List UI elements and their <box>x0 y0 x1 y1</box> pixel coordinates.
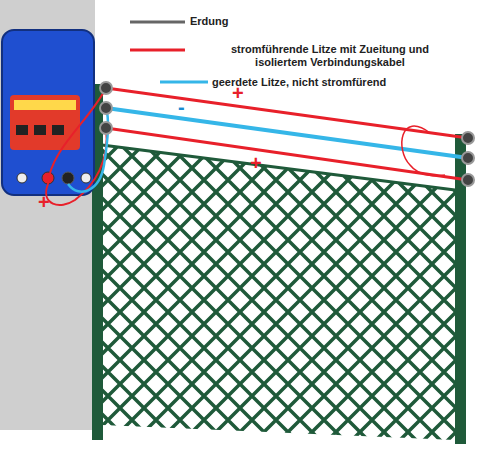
legend-sample-grounded <box>160 81 208 84</box>
live-strand <box>106 128 468 180</box>
jumper-cable <box>402 126 445 176</box>
fence-mesh <box>102 145 455 440</box>
legend-text: Erdung <box>190 15 250 28</box>
insulator <box>100 82 474 186</box>
polarity-sign: - <box>178 98 185 116</box>
energizer-panel <box>10 95 80 150</box>
legend-text: geerdete Litze, nicht stromfürend <box>212 76 442 89</box>
feed-cable <box>46 128 106 205</box>
feed-cable <box>48 88 106 184</box>
legend-sample-ground <box>130 21 185 24</box>
polarity-sign: + <box>250 154 262 172</box>
polarity-sign: + <box>232 84 244 102</box>
polarity-sign: + <box>38 193 50 211</box>
legend-sample-live <box>130 49 185 52</box>
fence-energizer <box>2 30 94 195</box>
live-strand <box>106 88 468 138</box>
ground-cable <box>68 108 108 192</box>
legend-text: stromführende Litze mit Zueitung und iso… <box>205 43 455 69</box>
grounded-strand <box>106 108 468 158</box>
terminal <box>62 172 74 184</box>
wall <box>0 0 95 430</box>
